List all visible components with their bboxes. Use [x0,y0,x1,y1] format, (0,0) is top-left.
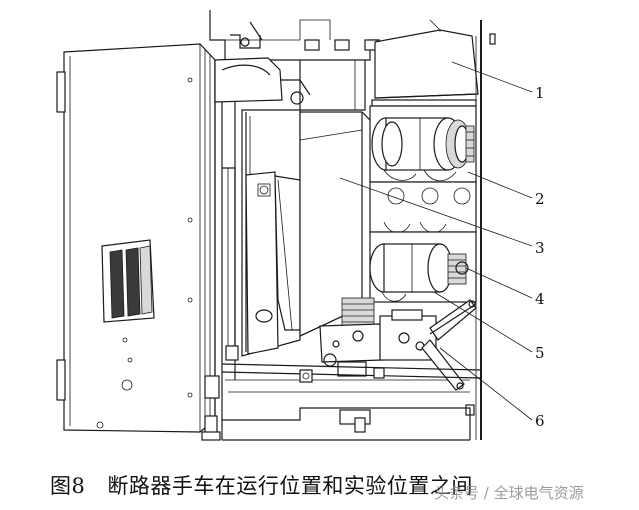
lower-contact-arm [369,231,477,303]
callout-1: 1 [535,84,545,102]
closing-spring-stack [341,297,375,329]
callout-3: 3 [535,239,545,257]
callout-5: 5 [535,344,545,362]
upper-contact-arm [369,99,477,183]
watermark: 头条号 / 全球电气资源 [434,484,584,502]
callout-4: 4 [535,290,545,308]
truck-carriage [222,109,301,361]
figure-caption-text: 断路器手车在运行位置和实验位置之间 [107,474,473,498]
callout-2: 2 [535,190,545,208]
truck-guide-rail [221,363,481,383]
callout-labels: 1 2 3 4 5 6 [535,84,545,430]
figure-number: 图8 [50,474,86,498]
callout-6: 6 [535,412,545,430]
figure-caption: 图8 断路器手车在运行位置和实验位置之间 [50,470,473,500]
base-feet [201,375,221,441]
cabinet-frame [209,10,496,441]
leader-lines [339,61,533,421]
door-handle-block [101,239,155,323]
cabinet-front-door [56,43,216,433]
